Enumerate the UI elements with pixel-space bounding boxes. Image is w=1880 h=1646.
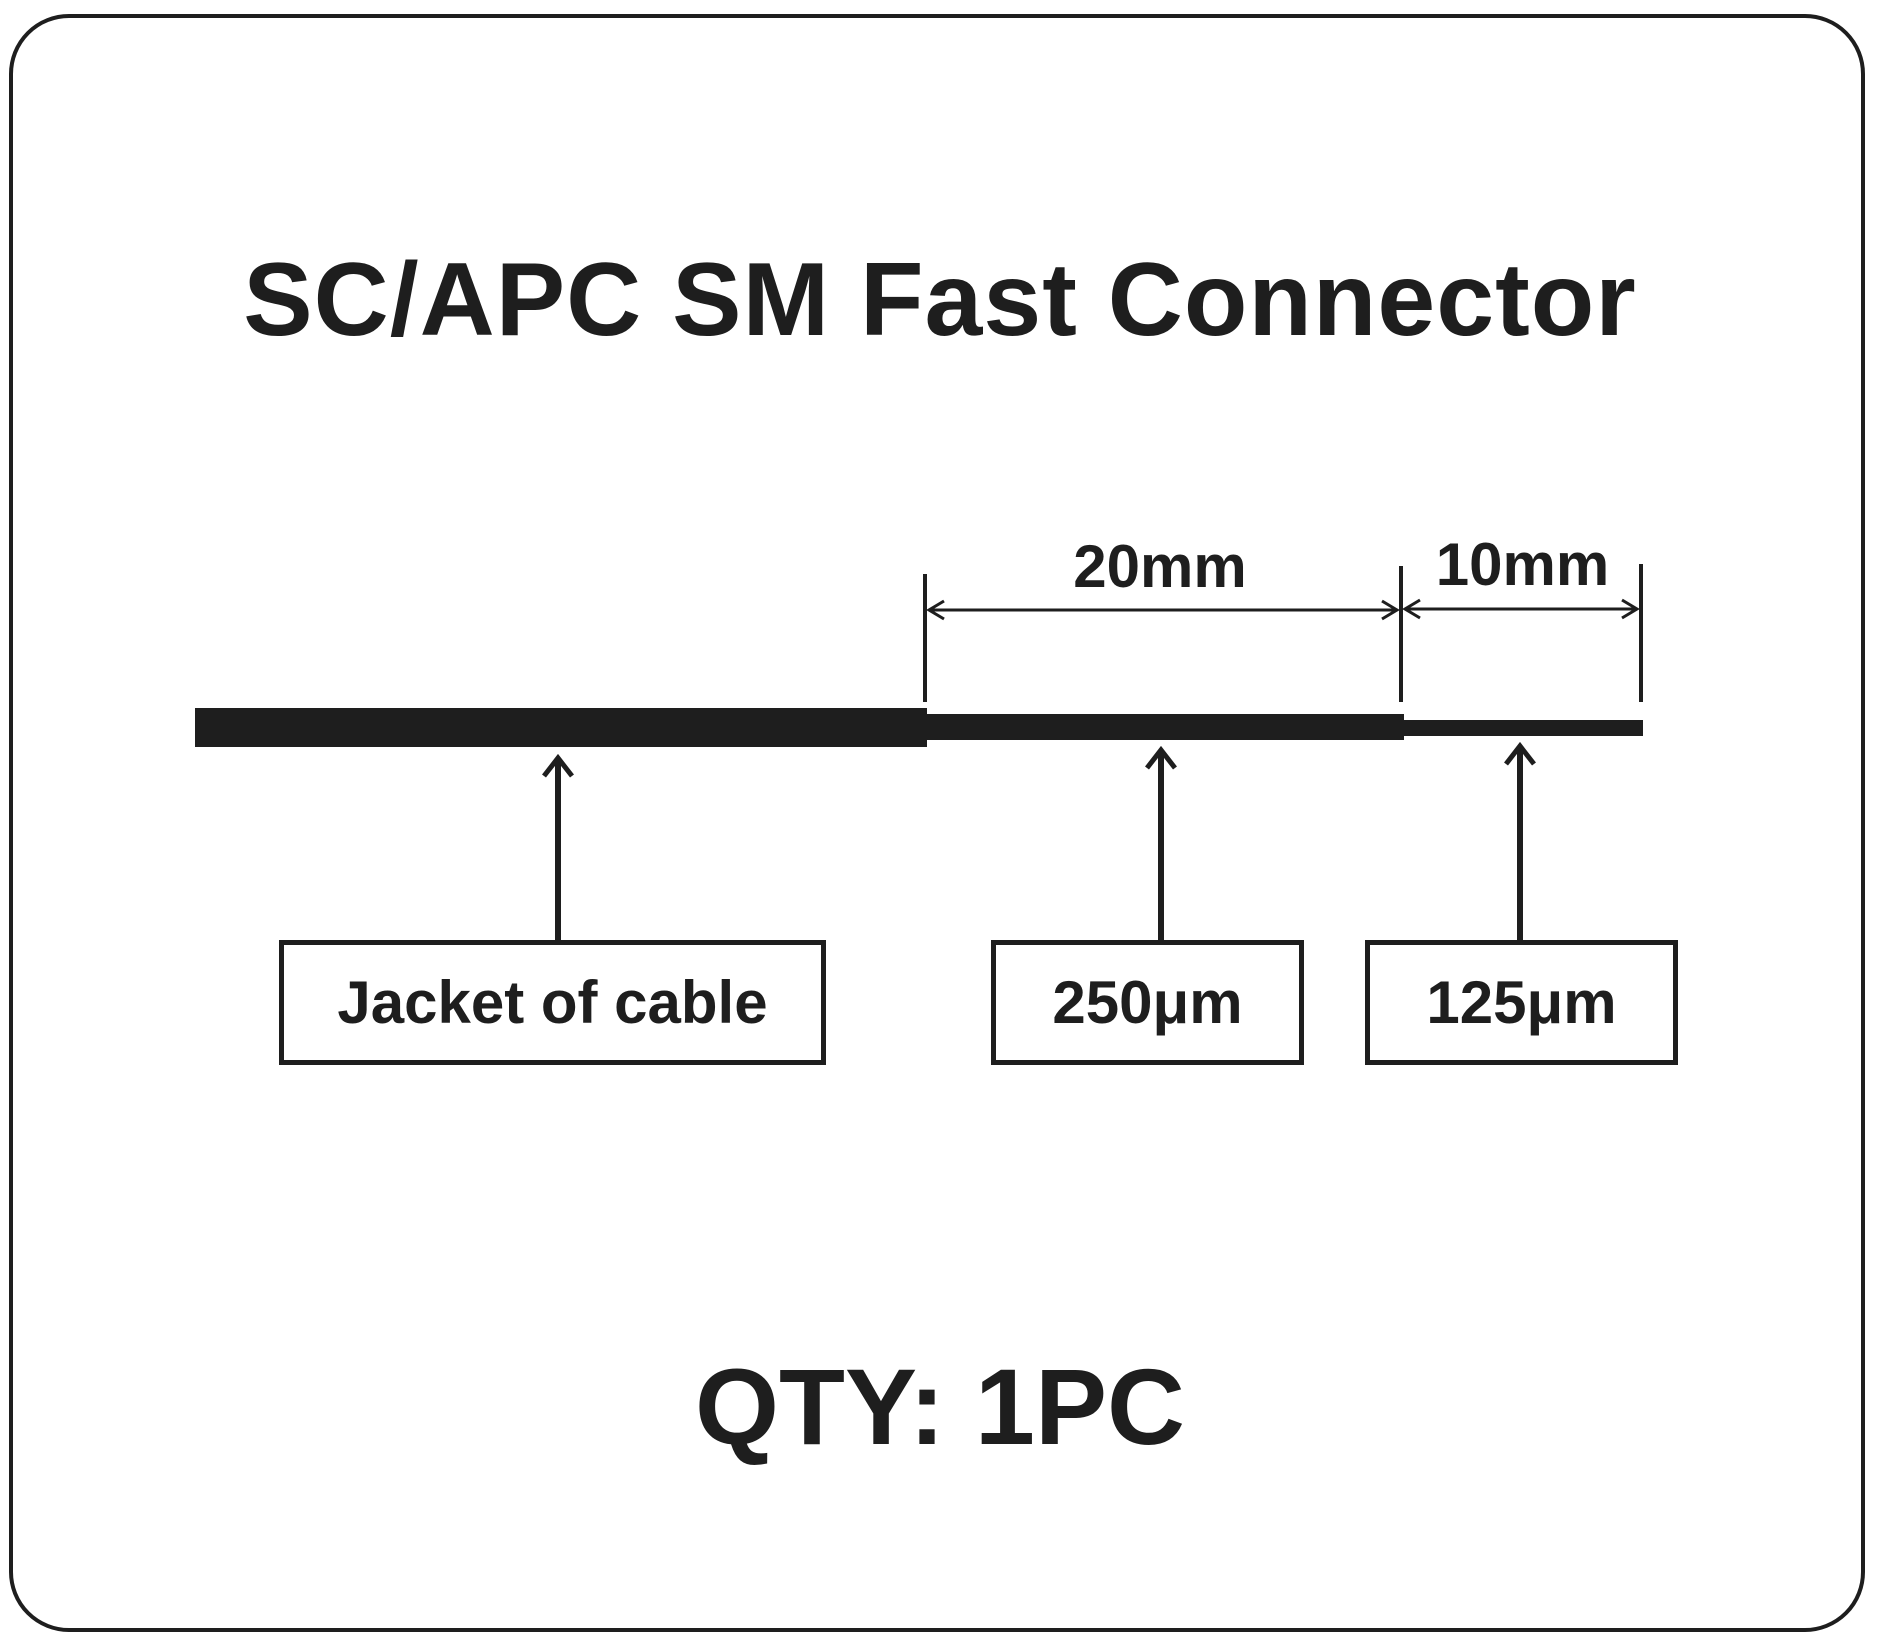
coated-fiber-segment <box>927 714 1404 740</box>
coating-arrow <box>1145 745 1177 940</box>
coating-label-box: 250μm <box>991 940 1304 1065</box>
product-title: SC/APC SM Fast Connector <box>243 242 1637 358</box>
cable-jacket-segment <box>195 708 927 747</box>
quantity-text: QTY: 1PC <box>694 1346 1186 1467</box>
fiber-label: 125μm <box>1426 969 1617 1036</box>
fiber-arrow <box>1504 741 1536 940</box>
label-card-border <box>9 14 1865 1632</box>
dimension-label-10mm: 10mm <box>1435 531 1610 598</box>
jacket-label: Jacket of cable <box>337 969 768 1036</box>
fiber-label-box: 125μm <box>1365 940 1678 1065</box>
coating-label: 250μm <box>1052 969 1243 1036</box>
dimension-line-20mm <box>926 599 1400 621</box>
dimension-label-20mm: 20mm <box>1073 533 1247 600</box>
jacket-arrow <box>542 753 574 940</box>
jacket-label-box: Jacket of cable <box>279 940 826 1065</box>
bare-fiber-segment <box>1404 720 1643 736</box>
dimension-line-10mm <box>1402 598 1640 620</box>
